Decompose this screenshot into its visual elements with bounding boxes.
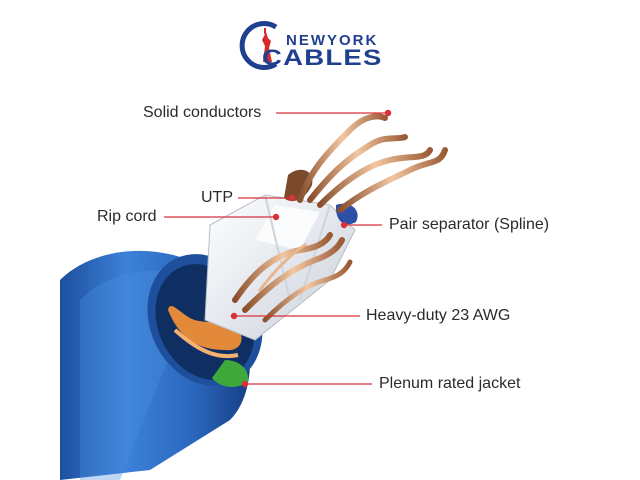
logo-line1: NEWYORK (286, 32, 379, 49)
orange-pair (168, 305, 242, 359)
label-solid-conductors: Solid conductors (143, 104, 262, 121)
label-rip-cord: Rip cord (97, 208, 157, 225)
logo-mark (239, 21, 278, 70)
label-utp: UTP (201, 189, 233, 206)
solid-conductors (232, 113, 448, 323)
label-pair-separator: Pair separator (Spline) (389, 216, 550, 233)
leader-lines (164, 109, 392, 388)
label-plenum-rated-jacket: Plenum rated jacket (379, 375, 521, 392)
label-heavy-duty-23-awg: Heavy-duty 23 AWG (366, 307, 511, 324)
logo-line2: CABLES (262, 45, 383, 70)
green-pair (212, 360, 249, 387)
